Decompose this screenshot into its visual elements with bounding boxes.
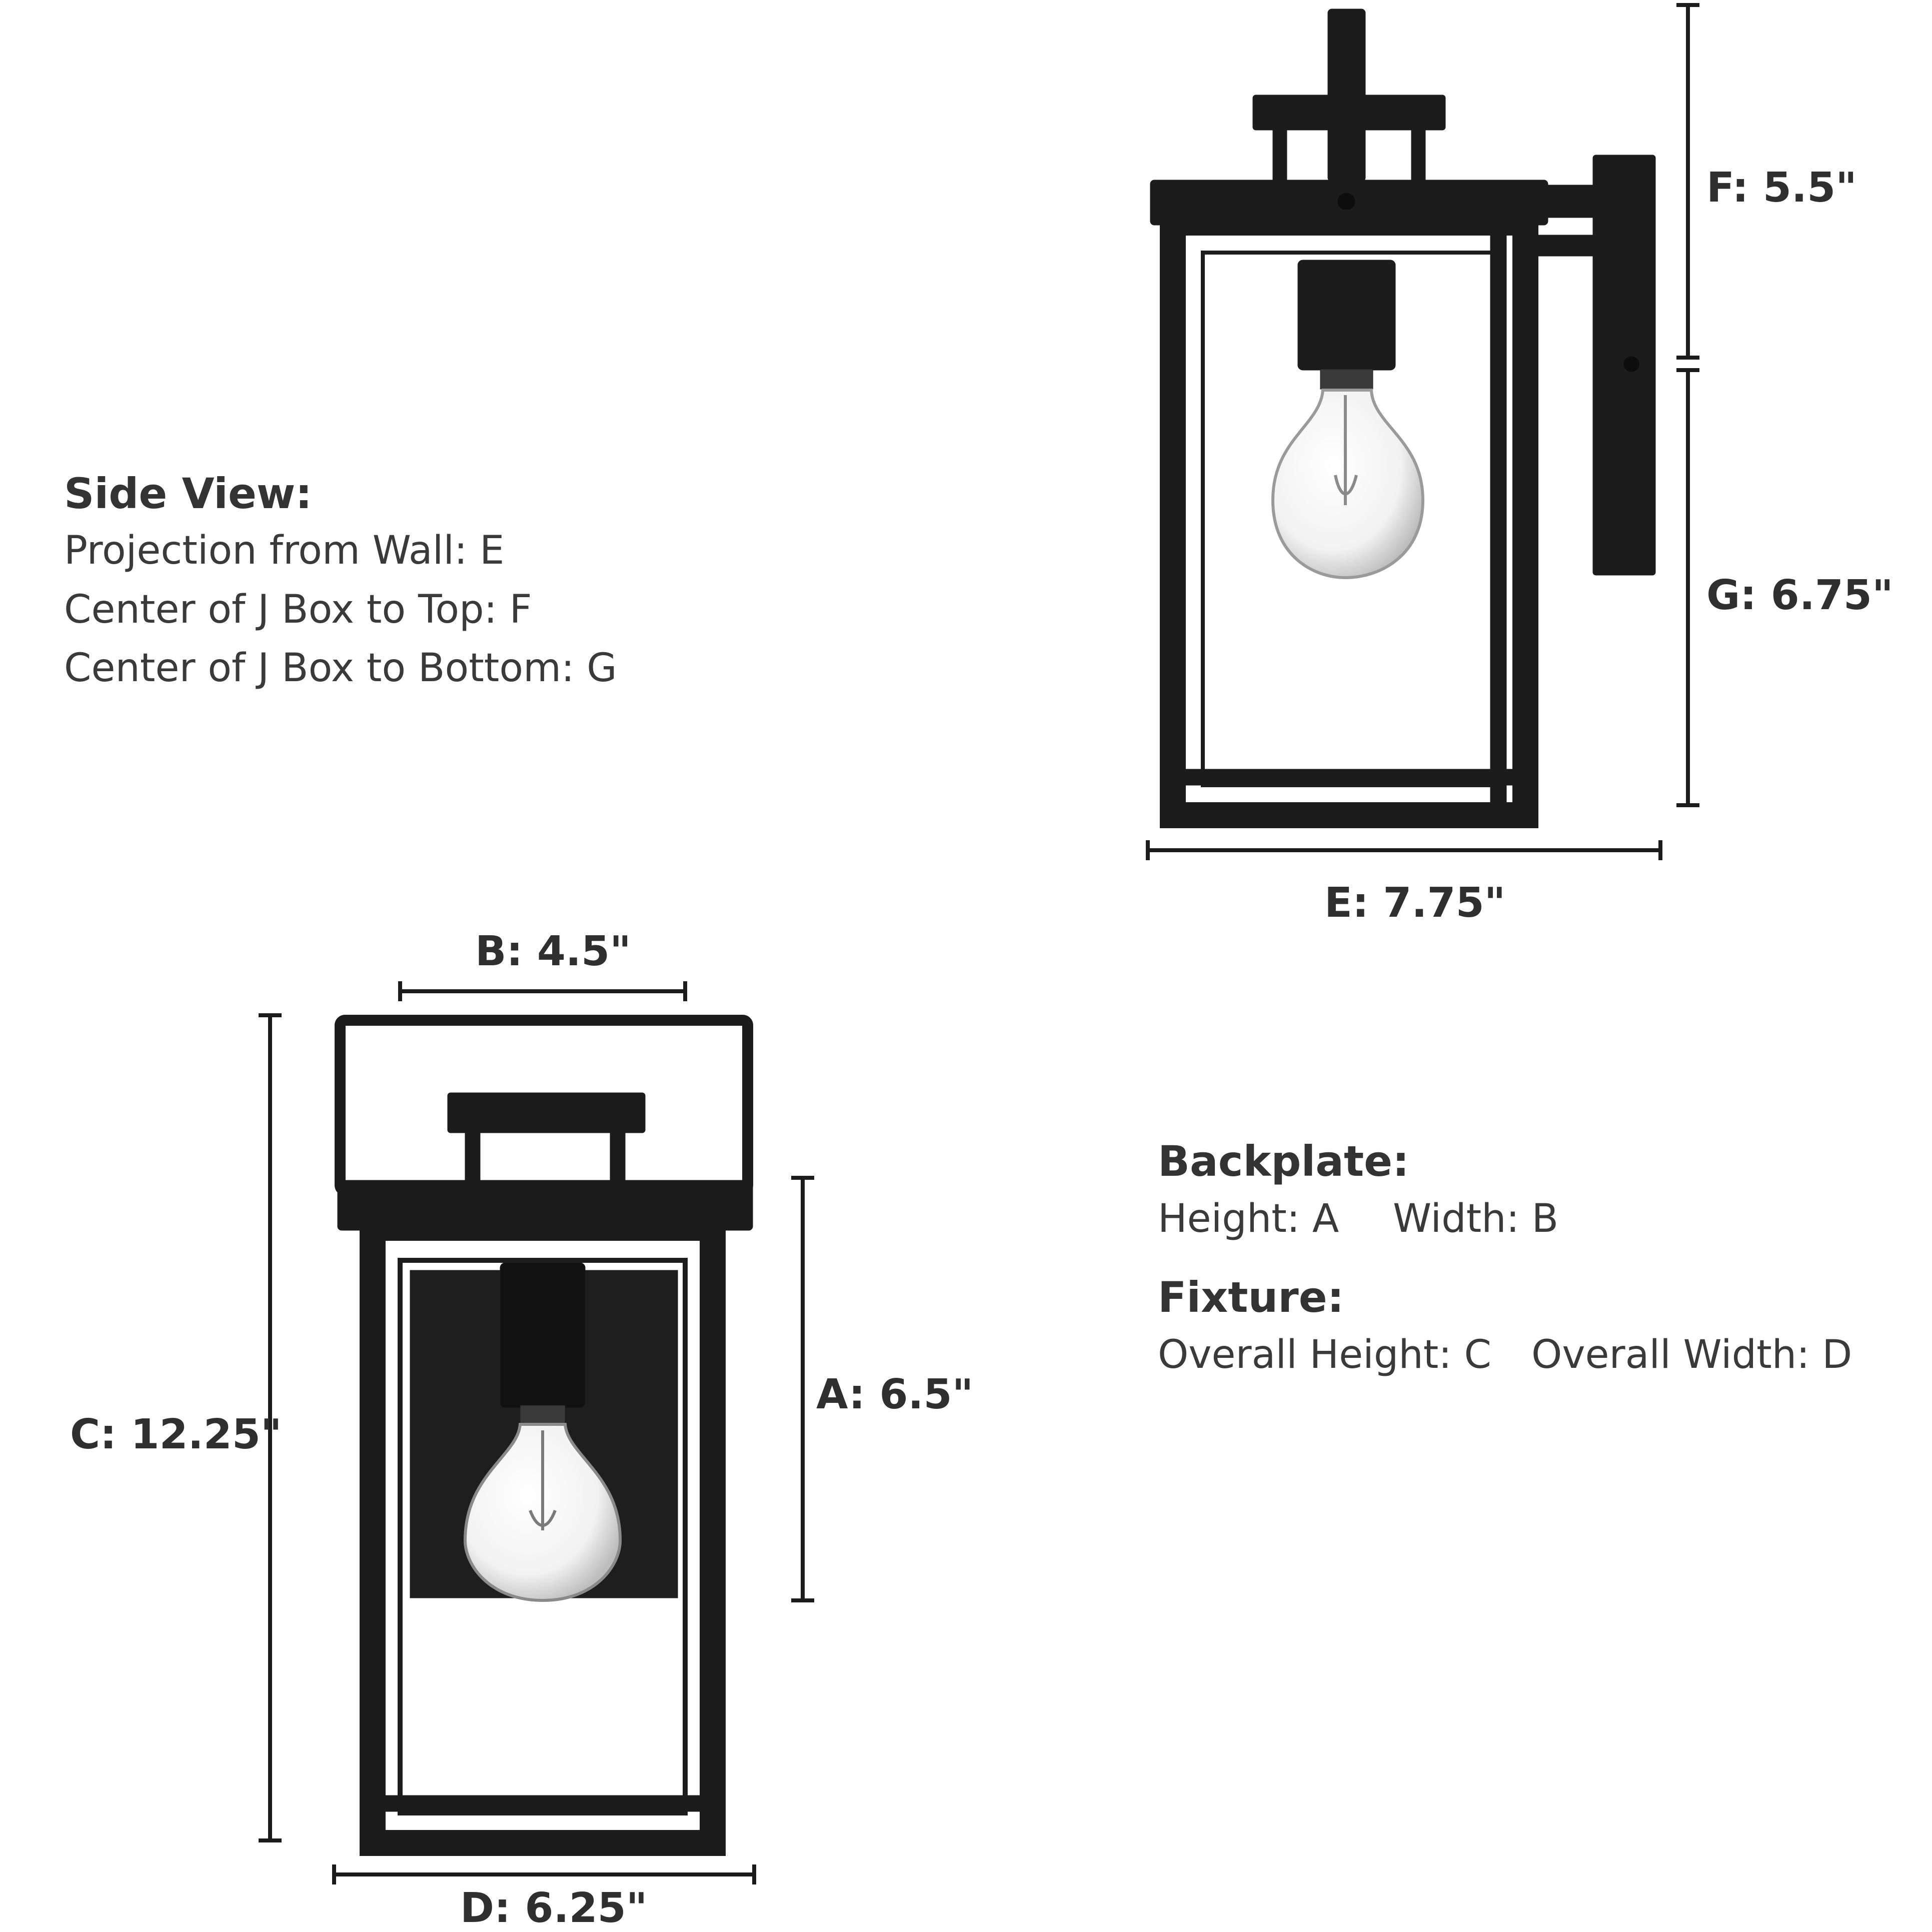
backplate-height: Height: A	[1158, 1196, 1339, 1241]
side-view-line-f: Center of J Box to Top: F	[64, 587, 532, 632]
side-view-line-e: Projection from Wall: E	[64, 528, 505, 573]
front-socket	[500, 1262, 586, 1408]
fixture-heading: Fixture:	[1158, 1273, 1344, 1322]
dim-label-g: G: 6.75"	[1706, 572, 1893, 619]
backplate-width: Width: B	[1393, 1196, 1559, 1241]
dim-label-c: C: 12.25"	[70, 1411, 282, 1458]
fixture-width: Overall Width: D	[1531, 1332, 1852, 1377]
front-socket-base	[520, 1405, 566, 1425]
dim-label-a: A: 6.5"	[816, 1371, 974, 1418]
fixture-height: Overall Height: C	[1158, 1332, 1491, 1377]
dim-label-b: B: 4.5"	[475, 928, 631, 975]
backplate-screw-icon	[1623, 356, 1640, 373]
crossbar-leg-right	[1411, 127, 1426, 183]
side-socket-base	[1320, 369, 1373, 390]
front-crossbar-leg-right	[610, 1130, 626, 1186]
dim-label-d: D: 6.25"	[460, 1884, 648, 1932]
side-view-lantern	[1150, 9, 1656, 828]
dimension-lines	[259, 3, 1699, 1884]
side-bulb-icon	[1271, 389, 1425, 580]
front-crossbar-leg-left	[465, 1130, 481, 1186]
front-bottom-rail	[385, 1795, 701, 1812]
side-frame-post	[1490, 230, 1507, 811]
front-crossbar	[447, 1092, 646, 1133]
side-bottom-rail	[1182, 769, 1516, 786]
backplate-heading: Backplate:	[1158, 1137, 1409, 1186]
front-bulb-icon	[463, 1423, 622, 1602]
side-view-line-g: Center of J Box to Bottom: G	[64, 646, 617, 691]
roof-screw-icon	[1337, 192, 1356, 211]
crossbar-leg-left	[1272, 127, 1287, 183]
side-view-heading: Side View:	[64, 469, 313, 518]
side-socket	[1297, 260, 1396, 371]
top-crossbar	[1252, 95, 1446, 131]
dim-label-f: F: 5.5"	[1706, 164, 1857, 212]
dim-label-e: E: 7.75"	[1324, 879, 1506, 927]
